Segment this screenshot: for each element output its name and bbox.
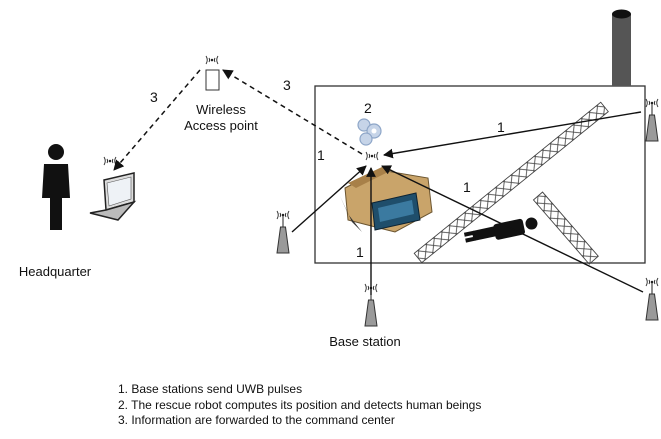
base-station-left — [277, 211, 289, 253]
link-robot-to-ap — [222, 69, 363, 155]
antenna-icon — [365, 151, 379, 161]
antenna-icon — [103, 156, 117, 166]
gear-icon — [357, 118, 382, 146]
base-station-right-top — [646, 99, 658, 141]
step-number-bs-right-bottom: 1 — [463, 179, 471, 195]
laptop-icon — [89, 172, 137, 221]
base-station-label: Base station — [329, 334, 401, 349]
robot-icon — [340, 166, 433, 233]
access-point — [205, 55, 220, 91]
access-point-label-2: Access point — [184, 118, 258, 133]
person-icon — [42, 144, 70, 230]
link-bs-left — [291, 165, 367, 233]
legend: 1. Base stations send UWB pulses 2. The … — [118, 382, 481, 429]
antenna-icon — [205, 55, 219, 65]
step-number-ap-link: 3 — [283, 77, 291, 93]
step-number-bs-right-top: 1 — [497, 119, 505, 135]
step-number-robot: 2 — [364, 100, 372, 116]
link-bs-right-top — [383, 111, 642, 159]
link-ap-to-hq — [113, 69, 201, 171]
base-station-right-bottom — [646, 278, 658, 320]
legend-item: 1. Base stations send UWB pulses — [118, 382, 303, 396]
link-bs-right-bottom — [381, 165, 644, 293]
step-number-hq-link: 3 — [150, 89, 158, 105]
collapsed-truss — [413, 101, 609, 265]
building-outline — [314, 85, 646, 264]
access-point-label-1: Wireless — [196, 102, 246, 117]
legend-item: 2. The rescue robot computes its positio… — [118, 397, 482, 412]
chimney-icon — [612, 9, 631, 86]
step-number-bs-bottom: 1 — [356, 244, 364, 260]
headquarter-label: Headquarter — [19, 264, 92, 279]
step-number-bs-left: 1 — [317, 147, 325, 163]
legend-item: 3. Information are forwarded to the comm… — [118, 413, 395, 427]
